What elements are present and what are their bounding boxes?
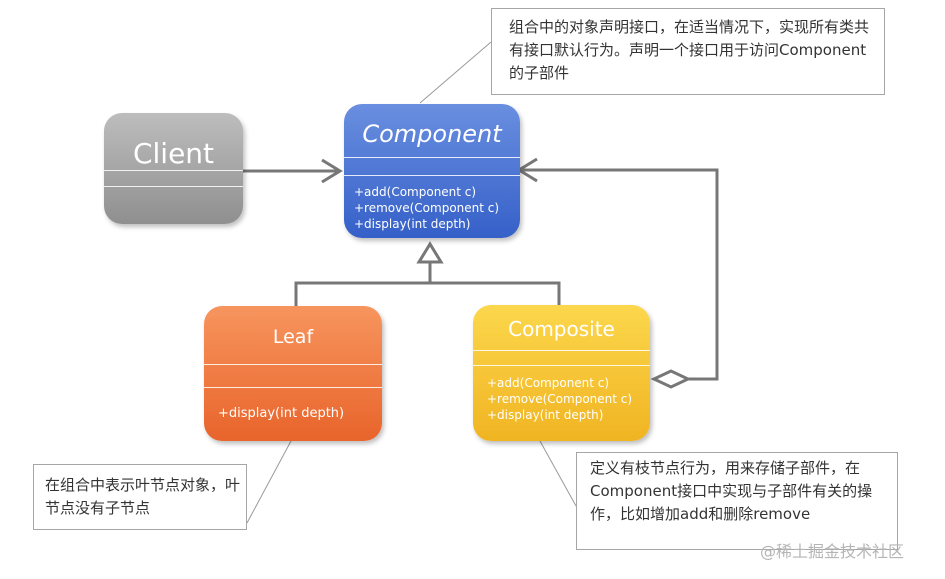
composite-aggregation-line [522,168,719,381]
client-association-arrowhead [321,158,343,184]
operation-list: +add(Component c) +remove(Component c) +… [354,184,499,232]
class-name: Component [362,120,502,148]
leaf-note: 在组合中表示叶节点对象，叶节点没有子节点 [33,464,247,530]
component-note-leader [419,41,492,104]
operation: +display(int depth) [487,408,604,422]
operation: +add(Component c) [354,185,477,199]
operation-divider [204,387,382,388]
generalization-triangle [416,241,444,264]
operation: +display(int depth) [354,217,471,231]
leaf-note-leader [246,440,292,524]
leaf-generalization-line [294,281,430,306]
operation-list: +display(int depth) [218,406,344,422]
leaf-class: Leaf +display(int depth) [204,306,382,441]
class-name: Composite [508,317,615,341]
operation-divider [344,175,520,176]
composite-note-leader [539,440,577,507]
client-class: Client [104,113,243,224]
class-name: Leaf [272,326,314,348]
component-class: Component +add(Component c) +remove(Comp… [344,104,520,238]
attribute-divider [473,350,650,351]
class-name: Client [132,137,215,170]
watermark: @稀土掘金技术社区 [760,542,905,561]
operation: +remove(Component c) [354,201,500,215]
operation: +display(int depth) [218,406,345,421]
attribute-divider [104,170,243,171]
composite-generalization-line [428,262,561,305]
operation-divider [473,365,650,366]
operation: +add(Component c) [487,376,610,390]
aggregation-diamond [650,369,692,389]
composite-note: 定义有枝节点行为，用来存储子部件，在Component接口中实现与子部件有关的操… [576,452,898,550]
operation-list: +add(Component c) +remove(Component c) +… [487,375,632,423]
operation: +remove(Component c) [487,392,633,406]
attribute-divider [344,157,520,158]
composite-class: Composite +add(Component c) +remove(Comp… [473,305,650,441]
component-note: 组合中的对象声明接口，在适当情况下，实现所有类共有接口默认行为。声明一个接口用于… [491,8,885,95]
attribute-divider [204,364,382,365]
operation-divider [104,186,243,187]
